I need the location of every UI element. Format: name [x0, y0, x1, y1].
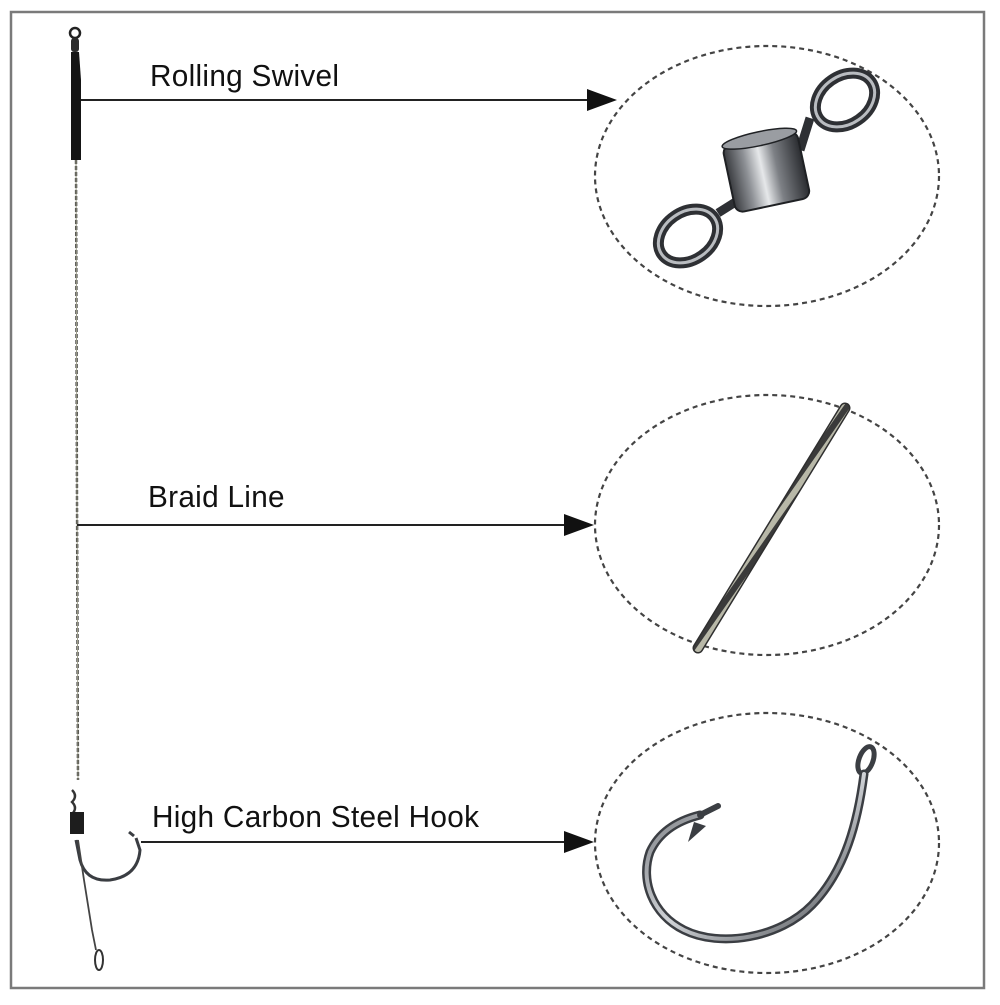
- rig-hook-point: [128, 830, 135, 838]
- callout-circle-braid: [593, 393, 941, 657]
- label-high-carbon-steel-hook: High Carbon Steel Hook: [152, 799, 480, 834]
- callout-arrow-braid: [77, 514, 594, 536]
- callout-arrow-hook: [141, 831, 594, 853]
- image-frame: [9, 10, 986, 990]
- callout-arrow-swivel: [81, 89, 617, 111]
- callout-circle-hook: [593, 711, 941, 975]
- callout-circle-swivel: [593, 44, 941, 308]
- rig-swivel-eye: [68, 26, 82, 40]
- braided-line-icon: [692, 402, 851, 654]
- rolling-swivel-icon: [652, 67, 881, 269]
- rig-hook-shrink-tube: [70, 812, 84, 834]
- label-braid-line: Braid Line: [148, 479, 285, 514]
- rig-hair: [77, 839, 97, 951]
- rig-assembly: [68, 26, 142, 971]
- rig-hook: [74, 837, 142, 882]
- fishing-hook-icon: [642, 744, 877, 944]
- rig-anti-tangle-sleeve: [71, 52, 81, 160]
- label-rolling-swivel: Rolling Swivel: [150, 58, 340, 93]
- rig-swivel-body: [71, 38, 79, 52]
- rig-braid-leader-highlight: [75, 159, 79, 781]
- rig-hair-loop: [94, 949, 104, 971]
